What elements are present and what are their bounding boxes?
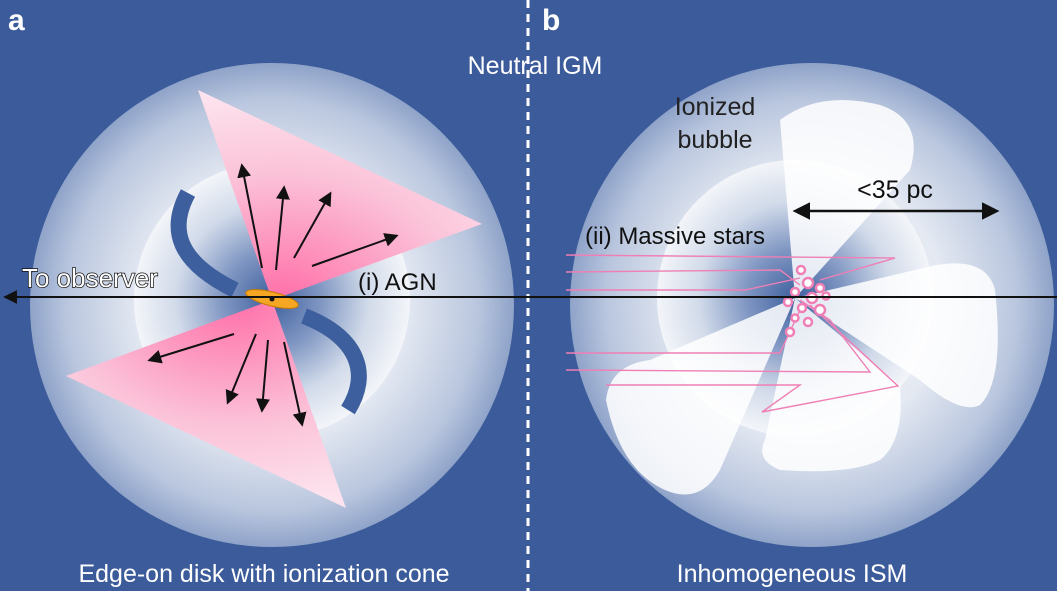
ionized-bubble-label-line1: Ionized <box>675 93 756 121</box>
panel-a-caption: Edge-on disk with ionization cone <box>78 560 449 588</box>
star-icon <box>813 303 827 317</box>
star-icon <box>789 286 801 298</box>
panel-a: a To observer (i) AGN Edge-on disk with … <box>8 4 514 588</box>
massive-stars-label: (ii) Massive stars <box>585 223 765 250</box>
star-icon <box>814 282 826 294</box>
agn-label: (i) AGN <box>358 269 437 296</box>
ionized-bubble-label-line2: bubble <box>677 126 752 154</box>
ionized-lobe <box>762 298 901 472</box>
radiation-arrow <box>293 191 332 259</box>
radiation-arrow <box>237 163 263 269</box>
ionized-lobe <box>780 100 914 298</box>
photon-path <box>566 277 801 291</box>
photon-path <box>566 309 801 354</box>
radiation-arrow <box>275 185 290 271</box>
star-icon <box>784 326 796 338</box>
star-icon <box>782 296 794 308</box>
ionized-lobe <box>795 263 998 408</box>
disk-arc-right <box>300 308 367 415</box>
scale-label: <35 pc <box>857 176 933 204</box>
star-icon <box>795 264 807 276</box>
star-icon <box>790 313 800 323</box>
radiation-arrow <box>283 341 307 427</box>
radiation-arrow <box>225 333 257 405</box>
photon-path <box>606 304 900 413</box>
radiation-arrow <box>311 233 399 267</box>
photon-path <box>565 254 896 281</box>
panel-a-letter: a <box>8 4 25 37</box>
star-icon <box>801 276 815 290</box>
panel-b-letter: b <box>542 4 560 37</box>
star-icon <box>796 302 808 314</box>
radiation-arrow <box>255 339 270 413</box>
ionized-lobe <box>606 298 795 495</box>
disk-arc-left <box>170 189 239 298</box>
ionization-cone-top <box>198 90 482 300</box>
radiation-arrows <box>147 163 399 427</box>
to-observer-label: To observer <box>22 263 158 293</box>
radiation-arrow <box>147 333 235 364</box>
ionization-cone-bottom <box>66 300 346 508</box>
ionized-channels <box>606 100 998 495</box>
star-icon <box>802 316 814 328</box>
panel-b-caption: Inhomogeneous ISM <box>677 560 908 588</box>
neutral-igm-label: Neutral IGM <box>468 52 603 80</box>
